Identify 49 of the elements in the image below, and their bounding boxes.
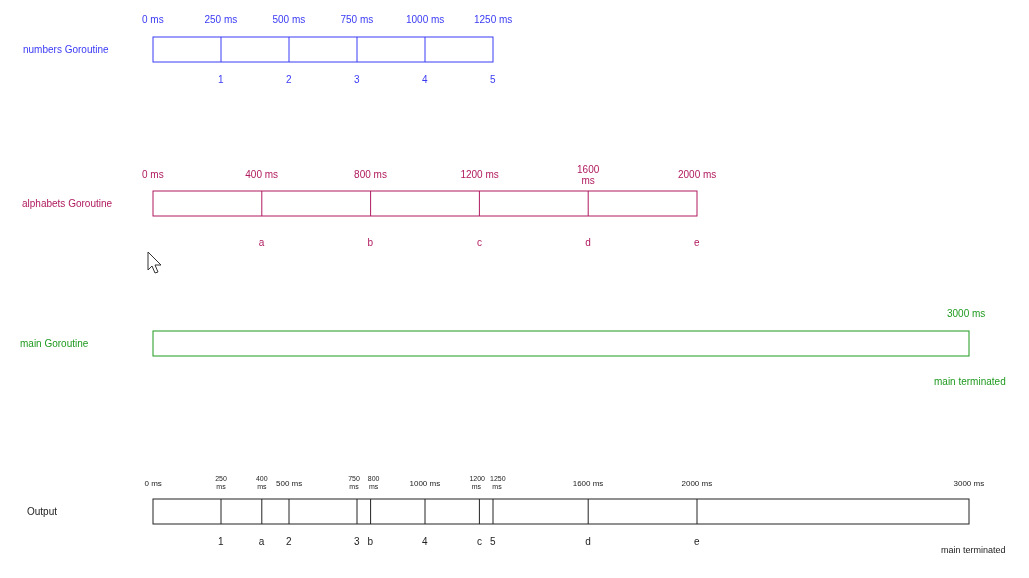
event-label: 1 <box>218 536 224 548</box>
tick-label: 750 ms <box>340 14 374 26</box>
status-label: main terminated <box>941 545 1006 556</box>
event-label: 5 <box>490 536 496 548</box>
event-label: 2 <box>286 536 292 548</box>
tick-label: 1000 ms <box>406 14 445 26</box>
event-label: e <box>694 536 700 548</box>
tick-label: 1600 ms <box>576 163 601 187</box>
event-label: d <box>585 237 591 249</box>
tick-label: 500 ms <box>276 478 303 488</box>
tick-label: 1000 ms <box>409 478 441 488</box>
status-label: main terminated <box>934 376 1006 388</box>
tick-label: 1250 ms <box>474 14 513 26</box>
event-label: 3 <box>354 74 360 86</box>
row-label: alphabets Goroutine <box>22 198 113 210</box>
row-label: Output <box>27 506 58 518</box>
timeline-bar <box>152 330 970 357</box>
row-label: numbers Goroutine <box>23 44 109 56</box>
tick-label: 0 ms <box>142 14 164 26</box>
event-label: 4 <box>422 74 428 86</box>
event-label: 3 <box>354 536 360 548</box>
tick-label: 400 ms <box>245 169 279 181</box>
event-label: 4 <box>422 536 428 548</box>
event-label: 5 <box>490 74 496 86</box>
event-label: a <box>258 237 265 249</box>
event-label: 2 <box>286 74 292 86</box>
event-label: a <box>258 536 265 548</box>
row-label: main Goroutine <box>20 338 89 350</box>
tick-label: 1600 ms <box>572 478 604 488</box>
tick-label: 500 ms <box>272 14 306 26</box>
timeline-bar <box>152 498 970 525</box>
event-label: 1 <box>218 74 224 86</box>
tick-label: 2000 ms <box>681 478 713 488</box>
tick-label: 0 ms <box>142 169 164 181</box>
tick-label: 3000 ms <box>947 308 986 320</box>
tick-label: 1200 ms <box>460 169 499 181</box>
tick-label: 3000 ms <box>953 478 985 488</box>
tick-label: 800 ms <box>354 169 387 181</box>
tick-label: 0 ms <box>144 478 162 488</box>
event-label: b <box>367 237 374 249</box>
event-label: d <box>585 536 591 548</box>
tick-label: 2000 ms <box>678 169 717 181</box>
event-label: c <box>476 237 482 249</box>
timeline-bar <box>152 36 494 63</box>
tick-label: 250 ms <box>204 14 238 26</box>
timeline-bar <box>152 190 698 217</box>
event-label: e <box>694 237 700 249</box>
event-label: c <box>476 536 482 548</box>
event-label: b <box>367 536 374 548</box>
